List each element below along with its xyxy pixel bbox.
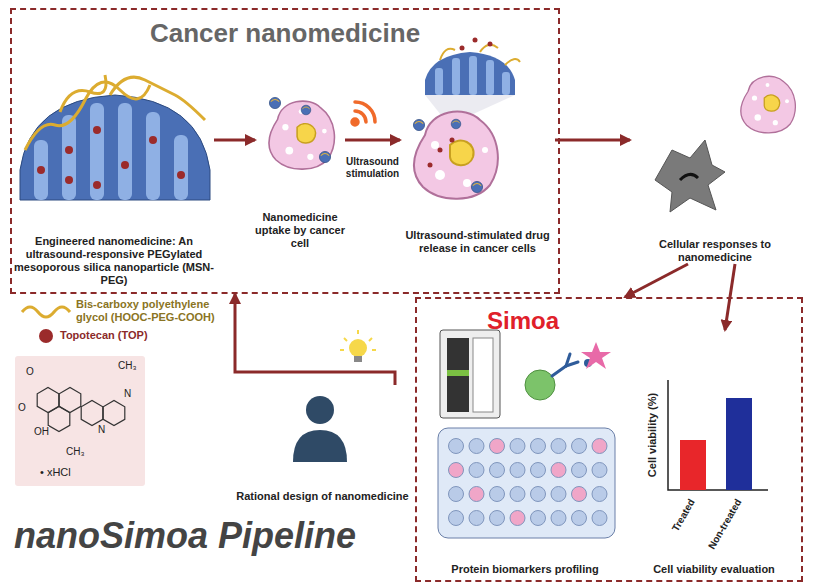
edge-label: Ultrasound stimulation xyxy=(342,156,404,180)
atom-label: O xyxy=(18,402,26,414)
flow-arrow xyxy=(345,139,400,142)
legend-text: Topotecan (TOP) xyxy=(60,329,210,342)
node-caption: Protein biomarkers profiling xyxy=(425,563,625,576)
node-caption: Nanomedicine uptake by cancer cell xyxy=(255,211,345,250)
process-node: Cellular responses to nanomedicine xyxy=(630,72,800,264)
flow-arrow xyxy=(555,139,630,142)
atom-label: N xyxy=(124,388,131,400)
atom-label: CH₃ xyxy=(66,446,85,458)
atom-label: O xyxy=(26,366,34,378)
msn-particle xyxy=(20,95,210,200)
flow-arrow xyxy=(625,264,688,297)
category-label: Treated xyxy=(670,497,698,534)
atom-label: CH₃ xyxy=(118,360,137,372)
node-caption: Rational design of nanomedicine xyxy=(235,490,410,503)
process-node: Engineered nanomedicine: An ultrasound-r… xyxy=(14,85,214,287)
node-caption: Engineered nanomedicine: An ultrasound-r… xyxy=(14,235,214,287)
atom-label: N xyxy=(98,424,105,436)
process-node: Protein biomarkers profiling xyxy=(425,330,625,576)
group-box: SimoaProtein biomarkers profiling Cell vi… xyxy=(415,297,803,582)
group-heading: Cancer nanomedicine xyxy=(12,18,558,49)
node-caption: Cellular responses to nanomedicine xyxy=(630,238,800,264)
process-node: Rational design of nanomedicine xyxy=(235,385,410,503)
group-heading: Simoa xyxy=(487,307,559,335)
axis-label: Cell viability (%) xyxy=(646,393,658,477)
diagram-title: nanoSimoa Pipeline xyxy=(14,515,356,557)
node-caption: Cell viability evaluation xyxy=(635,563,793,576)
atom-label: OH xyxy=(34,426,49,438)
process-node: Nanomedicine uptake by cancer cell xyxy=(255,90,345,250)
dead-cell xyxy=(655,140,725,212)
formula-note: • xHCl xyxy=(40,466,71,478)
node-caption: Ultrasound-stimulated drug release in ca… xyxy=(400,229,555,255)
process-node: Ultrasound-stimulated drug release in ca… xyxy=(400,40,555,255)
category-label: Non-treated xyxy=(706,497,744,552)
group-box: Cancer nanomedicineEngineered nanomedici… xyxy=(10,8,560,294)
legend-text: Bis-carboxy polyethylene glycol (HOOC-PE… xyxy=(76,298,226,324)
flow-arrow xyxy=(214,139,255,142)
flow-arrow xyxy=(235,294,395,385)
